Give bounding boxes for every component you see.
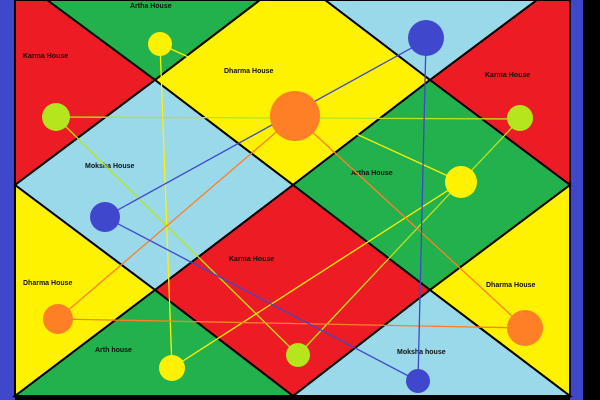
yellow-token[interactable]	[148, 32, 172, 56]
lime-token[interactable]	[286, 343, 310, 367]
connector-line	[159, 43, 173, 369]
yellow-token[interactable]	[445, 166, 477, 198]
yellow-token[interactable]	[159, 355, 185, 381]
house-label: Arth house	[95, 347, 132, 354]
connector-line	[417, 39, 427, 382]
blue-token[interactable]	[406, 369, 430, 393]
house-label: Karma House	[485, 72, 530, 79]
orange-token[interactable]	[270, 91, 320, 141]
house-label: Dharma House	[224, 68, 274, 75]
connector-line	[104, 39, 427, 218]
house-label: Dharma House	[486, 282, 536, 289]
right-frame	[570, 0, 583, 400]
connector-line	[104, 216, 419, 382]
blue-token[interactable]	[90, 202, 120, 232]
lime-token[interactable]	[42, 103, 70, 131]
house-label: Karma House	[23, 53, 68, 60]
blue-token[interactable]	[408, 20, 444, 56]
house-bottom-lightblue[interactable]	[290, 288, 573, 397]
house-label: Artha House	[130, 3, 172, 10]
connector-line	[297, 118, 521, 356]
connector-line	[57, 318, 526, 329]
left-frame	[0, 0, 15, 400]
house-bottom-green[interactable]	[12, 288, 296, 397]
connector-line	[171, 181, 462, 369]
connector-line	[55, 116, 299, 356]
house-label: Karma House	[229, 256, 274, 263]
orange-token[interactable]	[43, 304, 73, 334]
house-label: Dharma House	[23, 280, 73, 287]
house-label: Moksha house	[397, 349, 446, 356]
orange-token[interactable]	[507, 310, 543, 346]
house-label: Moksha House	[85, 163, 135, 170]
connector-line	[294, 115, 526, 329]
connector-line	[57, 115, 296, 320]
house-label: Artha House	[351, 170, 393, 177]
lime-token[interactable]	[507, 105, 533, 131]
